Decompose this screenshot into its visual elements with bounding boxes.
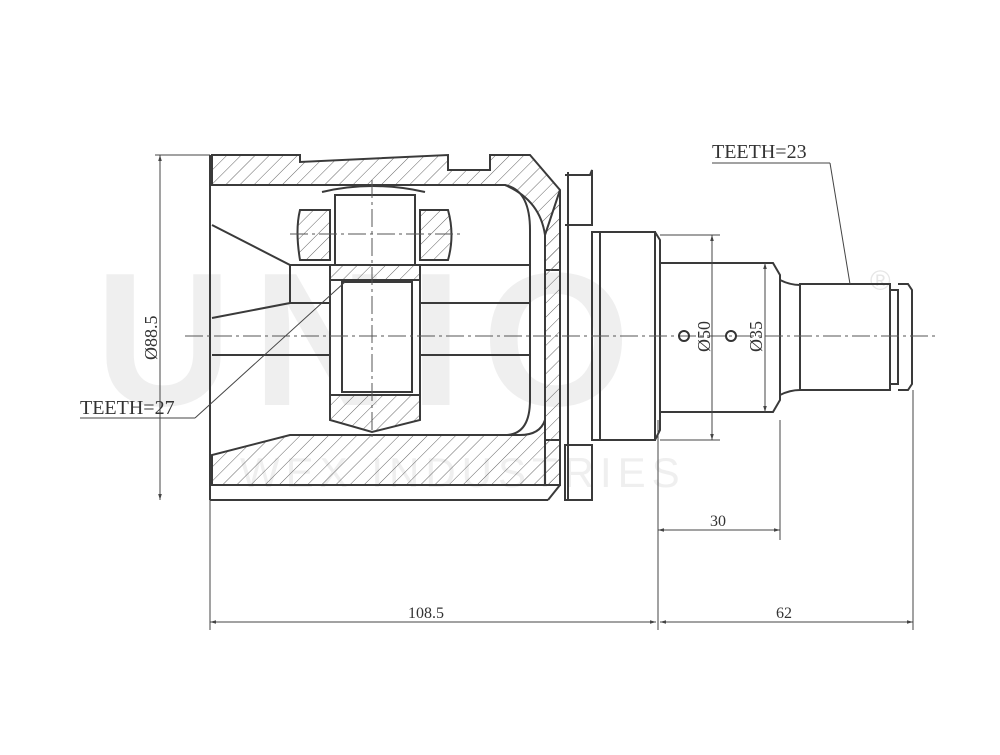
center-lines <box>185 180 935 440</box>
shaft-step-length-label: 30 <box>710 513 726 530</box>
teeth-inner-label: TEETH=27 <box>80 397 175 419</box>
dimension-lines <box>80 154 914 630</box>
flange-diameter-label: Ø50 <box>694 321 714 352</box>
housing-length-label: 108.5 <box>408 605 444 622</box>
shaft-diameter-label: Ø35 <box>746 321 766 352</box>
shaft <box>660 262 913 413</box>
datum-symbols <box>678 330 737 342</box>
tripod-spider <box>296 185 453 434</box>
watermark-registered: ® <box>870 265 891 296</box>
teeth-outer-label: TEETH=23 <box>712 141 807 163</box>
shaft-length-label: 62 <box>776 605 792 622</box>
housing <box>209 153 561 501</box>
housing-diameter-label: Ø88.5 <box>141 316 161 361</box>
